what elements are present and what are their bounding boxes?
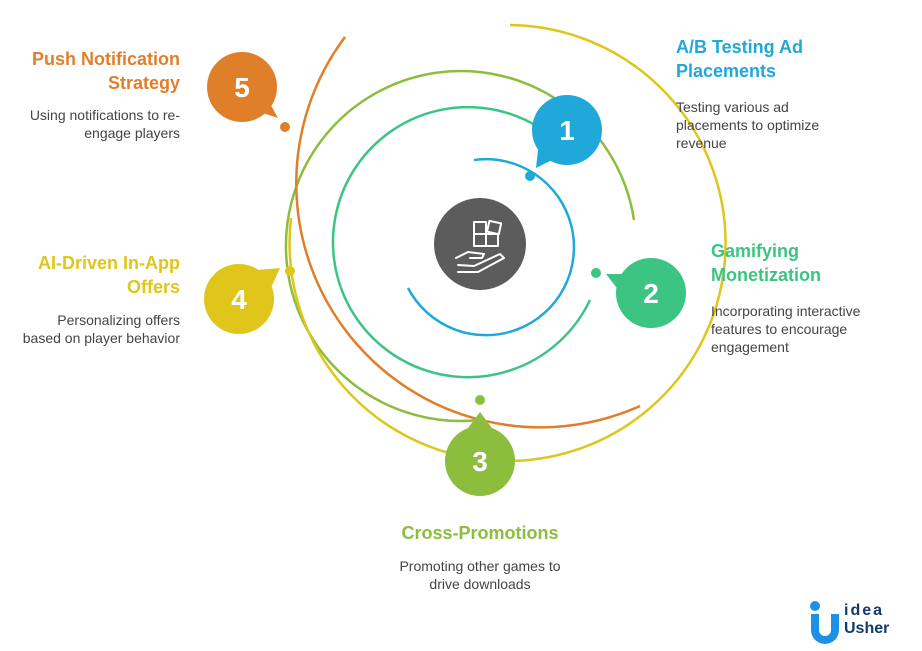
number-3: 3 (472, 446, 488, 477)
logo-line1: idea (844, 602, 885, 619)
item-3-desc: Promoting other games to drive downloads (399, 558, 561, 592)
item-2-desc: Incorporating interactive features to en… (711, 303, 861, 355)
number-5: 5 (234, 72, 250, 103)
bubble-1: 1 (532, 95, 602, 168)
arc-ring-4 (288, 23, 727, 463)
hand-holding-blocks-icon (455, 219, 505, 273)
center-hub (434, 198, 526, 290)
logo-u-icon (810, 601, 839, 644)
item-5-desc: Using notifications to re- engage player… (29, 107, 180, 141)
item-4-desc: Personalizing offers based on player beh… (22, 312, 180, 346)
number-1: 1 (559, 115, 575, 146)
bubble-3: 3 (445, 412, 515, 496)
item-3-title: Cross-Promotions (401, 523, 559, 543)
idea-usher-logo: idea Usher (808, 600, 916, 644)
bubble-2: 2 (606, 258, 686, 328)
item-5-title: Push Notification Strategy (32, 49, 180, 93)
item-4-title: AI-Driven In-App Offers (38, 253, 180, 297)
bubble-4: 4 (204, 264, 280, 334)
arc-ring-5 (295, 36, 641, 429)
number-2: 2 (643, 278, 659, 309)
item-2-title: Gamifying Monetization (711, 241, 821, 285)
logo-line2: Usher (844, 620, 890, 637)
arc-ring-2 (331, 105, 592, 379)
item-1-title: A/B Testing Ad Placements (676, 37, 803, 81)
dot-2 (591, 268, 601, 278)
dot-3 (475, 395, 485, 405)
bubble-5: 5 (207, 52, 278, 122)
dot-4 (285, 266, 295, 276)
item-1-desc: Testing various ad placements to optimiz… (676, 99, 820, 151)
dot-5 (280, 122, 290, 132)
dot-1 (525, 171, 535, 181)
number-4: 4 (231, 284, 247, 315)
